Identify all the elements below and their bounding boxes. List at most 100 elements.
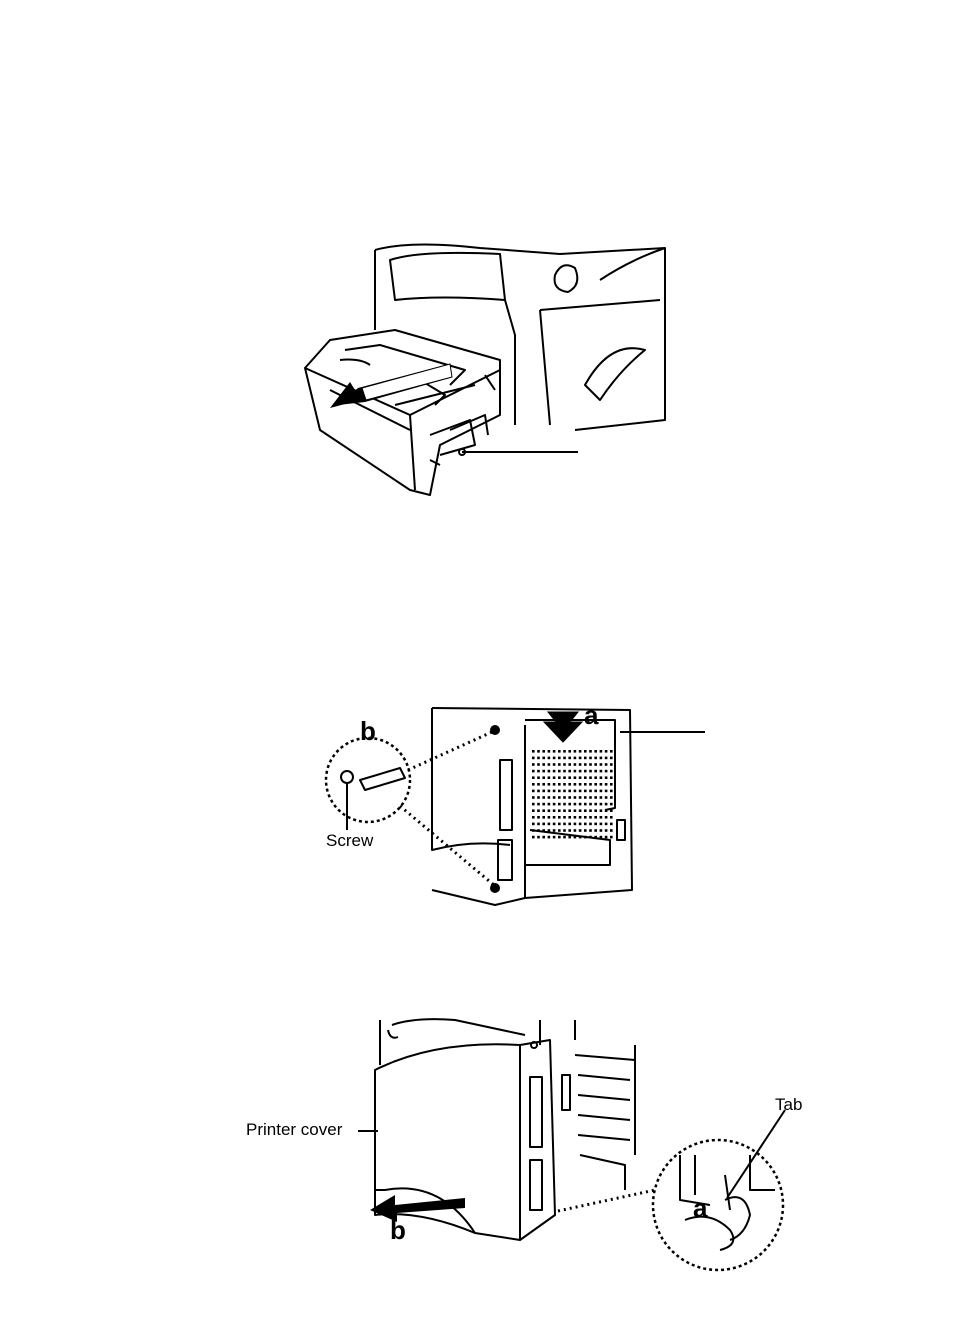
vent-hole [532, 776, 535, 779]
vent-hole [605, 783, 608, 786]
vent-hole [579, 836, 582, 839]
vent-hole [542, 796, 545, 799]
vent-hole [532, 757, 535, 760]
vent-hole [584, 770, 587, 773]
vent-hole [589, 796, 592, 799]
vent-hole [548, 757, 551, 760]
vent-hole [605, 796, 608, 799]
vent-hole [594, 836, 597, 839]
vent-hole [605, 776, 608, 779]
vent-hole [589, 783, 592, 786]
vent-hole [568, 757, 571, 760]
vent-hole [610, 836, 613, 839]
vent-hole [558, 770, 561, 773]
vent-hole [548, 829, 551, 832]
vent-hole [558, 757, 561, 760]
vent-hole [594, 829, 597, 832]
vent-hole [594, 757, 597, 760]
vent-hole [563, 823, 566, 826]
vent-hole [574, 750, 577, 753]
vent-hole [584, 776, 587, 779]
vent-hole [537, 823, 540, 826]
label-b: b [390, 1215, 406, 1246]
vent-hole [594, 763, 597, 766]
vent-hole [568, 763, 571, 766]
vent-hole [594, 750, 597, 753]
vent-hole [537, 770, 540, 773]
vent-hole [537, 757, 540, 760]
vent-hole [532, 809, 535, 812]
vent-hole [548, 783, 551, 786]
vent-hole [584, 790, 587, 793]
vent-hole [594, 823, 597, 826]
vent-hole [537, 783, 540, 786]
vent-hole [584, 757, 587, 760]
vent-hole [594, 770, 597, 773]
vent-hole [579, 803, 582, 806]
vent-hole [558, 829, 561, 832]
vent-hole [532, 750, 535, 753]
vent-hole [574, 790, 577, 793]
vent-hole [589, 829, 592, 832]
vent-hole [610, 770, 613, 773]
vent-hole [558, 803, 561, 806]
vent-hole [553, 836, 556, 839]
vent-hole [558, 809, 561, 812]
vent-hole [542, 836, 545, 839]
vent-hole [563, 783, 566, 786]
left-arrow-icon [370, 1195, 465, 1222]
vent-hole [600, 796, 603, 799]
vent-hole [579, 776, 582, 779]
vent-hole [600, 803, 603, 806]
vent-hole [568, 783, 571, 786]
vent-hole [568, 829, 571, 832]
vent-hole [542, 783, 545, 786]
vent-hole [610, 757, 613, 760]
vent-hole [574, 816, 577, 819]
vent-hole [574, 783, 577, 786]
vent-hole [553, 750, 556, 753]
vent-hole [579, 816, 582, 819]
vent-hole [589, 809, 592, 812]
vent-hole [537, 809, 540, 812]
vent-hole [605, 829, 608, 832]
vent-hole [548, 776, 551, 779]
vent-hole [558, 816, 561, 819]
vent-hole [574, 823, 577, 826]
vent-hole [553, 790, 556, 793]
vent-hole [579, 829, 582, 832]
vent-hole [584, 836, 587, 839]
rear-panel-illustration: // placeholder - drawn below via JS [320, 700, 720, 910]
vent-hole [610, 790, 613, 793]
vent-hole [589, 763, 592, 766]
vent-hole [532, 796, 535, 799]
vent-hole [579, 770, 582, 773]
vent-hole [548, 796, 551, 799]
vent-hole [605, 757, 608, 760]
vent-hole [589, 823, 592, 826]
vent-hole [553, 763, 556, 766]
vent-hole [579, 790, 582, 793]
vent-hole [537, 790, 540, 793]
figure-paper-tray [300, 240, 680, 500]
vent-hole [537, 816, 540, 819]
vent-hole [610, 776, 613, 779]
vent-hole [537, 796, 540, 799]
vent-hole [532, 770, 535, 773]
vent-hole [584, 803, 587, 806]
vent-hole [594, 783, 597, 786]
vent-hole [542, 823, 545, 826]
vent-hole [589, 770, 592, 773]
vent-hole [594, 776, 597, 779]
vent-hole [532, 836, 535, 839]
vent-hole [600, 816, 603, 819]
vent-hole [600, 770, 603, 773]
vent-hole [574, 829, 577, 832]
vent-hole [553, 816, 556, 819]
vent-hole [589, 790, 592, 793]
vent-hole [548, 763, 551, 766]
vent-hole [605, 770, 608, 773]
vent-hole [600, 763, 603, 766]
vent-hole [558, 750, 561, 753]
vent-hole [605, 836, 608, 839]
